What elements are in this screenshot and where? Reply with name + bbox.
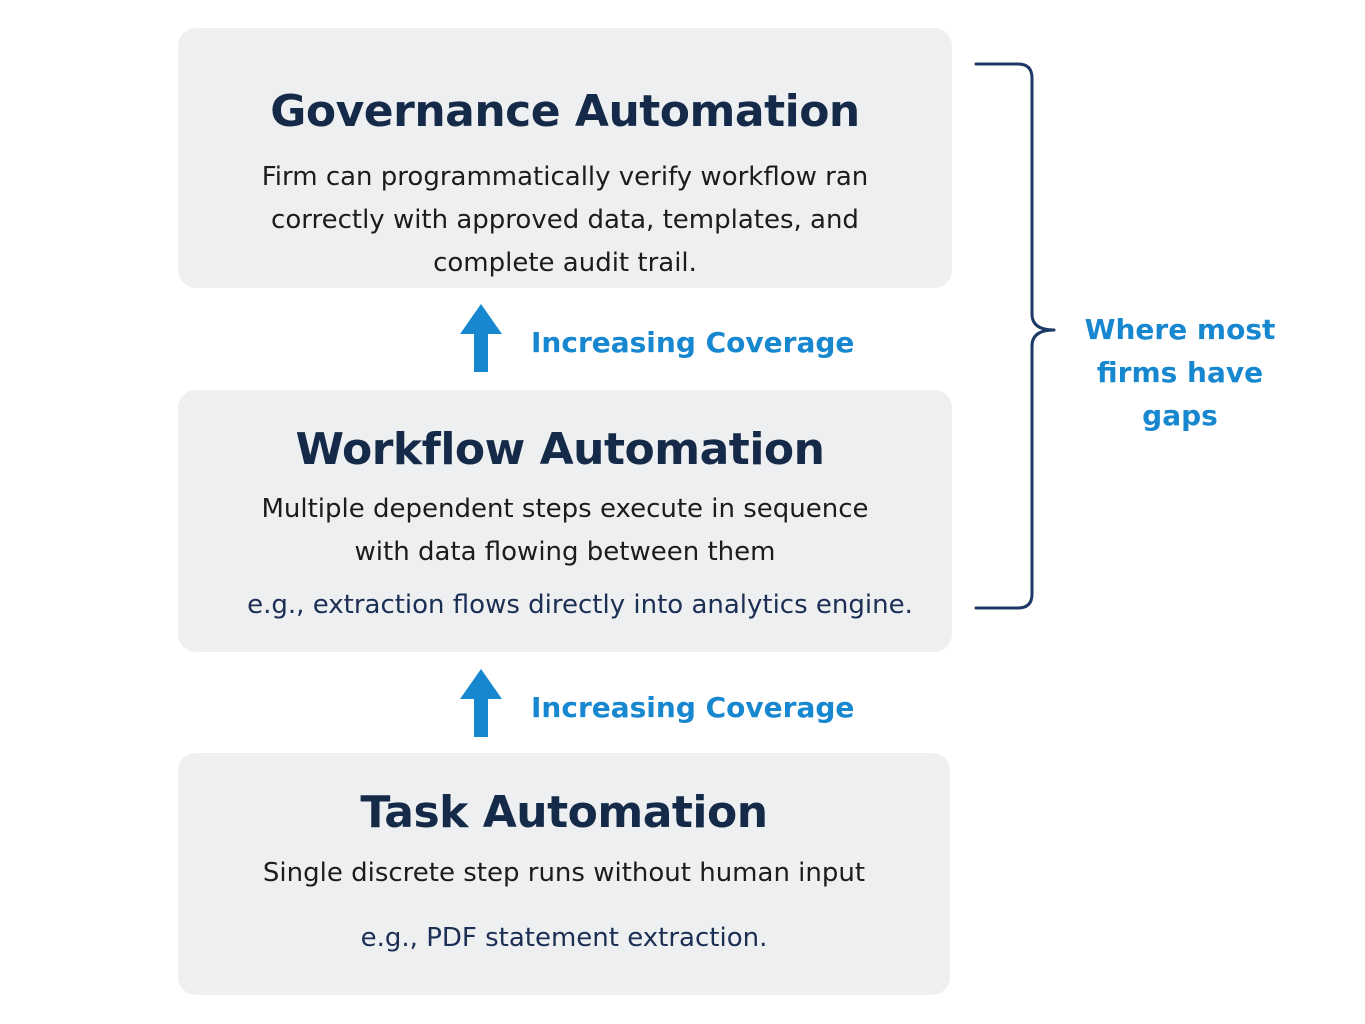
- description-line: Multiple dependent steps execute in sequ…: [261, 494, 869, 524]
- increasing-coverage-label: Increasing Coverage: [531, 326, 855, 359]
- arrow-up-icon: [459, 304, 503, 372]
- description-line: Firm can programmatically verify workflo…: [261, 162, 869, 192]
- gaps-label-line: Where most: [1084, 313, 1276, 346]
- workflow-automation-description: Multiple dependent steps execute in sequ…: [178, 488, 952, 574]
- governance-automation-title: Governance Automation: [270, 86, 860, 137]
- increasing-coverage-label: Increasing Coverage: [531, 691, 855, 724]
- description-line: with data flowing between them: [354, 537, 776, 567]
- governance-automation-card: Governance Automation Firm can programma…: [178, 28, 952, 288]
- description-line: correctly with approved data, templates,…: [271, 205, 859, 235]
- task-automation-title: Task Automation: [360, 787, 768, 838]
- arrow-up-icon: [459, 669, 503, 737]
- gaps-label-line: firms have gaps: [1096, 356, 1264, 432]
- task-automation-example: e.g., PDF statement extraction.: [360, 923, 768, 953]
- task-automation-card: Task Automation Single discrete step run…: [178, 753, 950, 995]
- governance-automation-description: Firm can programmatically verify workflo…: [178, 156, 952, 285]
- workflow-automation-title: Workflow Automation: [295, 424, 825, 475]
- description-line: Single discrete step runs without human …: [262, 858, 866, 888]
- right-brace: [970, 60, 1060, 612]
- workflow-automation-example: e.g., extraction flows directly into ana…: [247, 590, 913, 620]
- where-most-firms-have-gaps-label: Where most firms have gaps: [1060, 308, 1300, 437]
- task-automation-description: Single discrete step runs without human …: [178, 852, 950, 895]
- workflow-automation-card: Workflow Automation Multiple dependent s…: [178, 390, 952, 652]
- description-line: complete audit trail.: [433, 248, 697, 278]
